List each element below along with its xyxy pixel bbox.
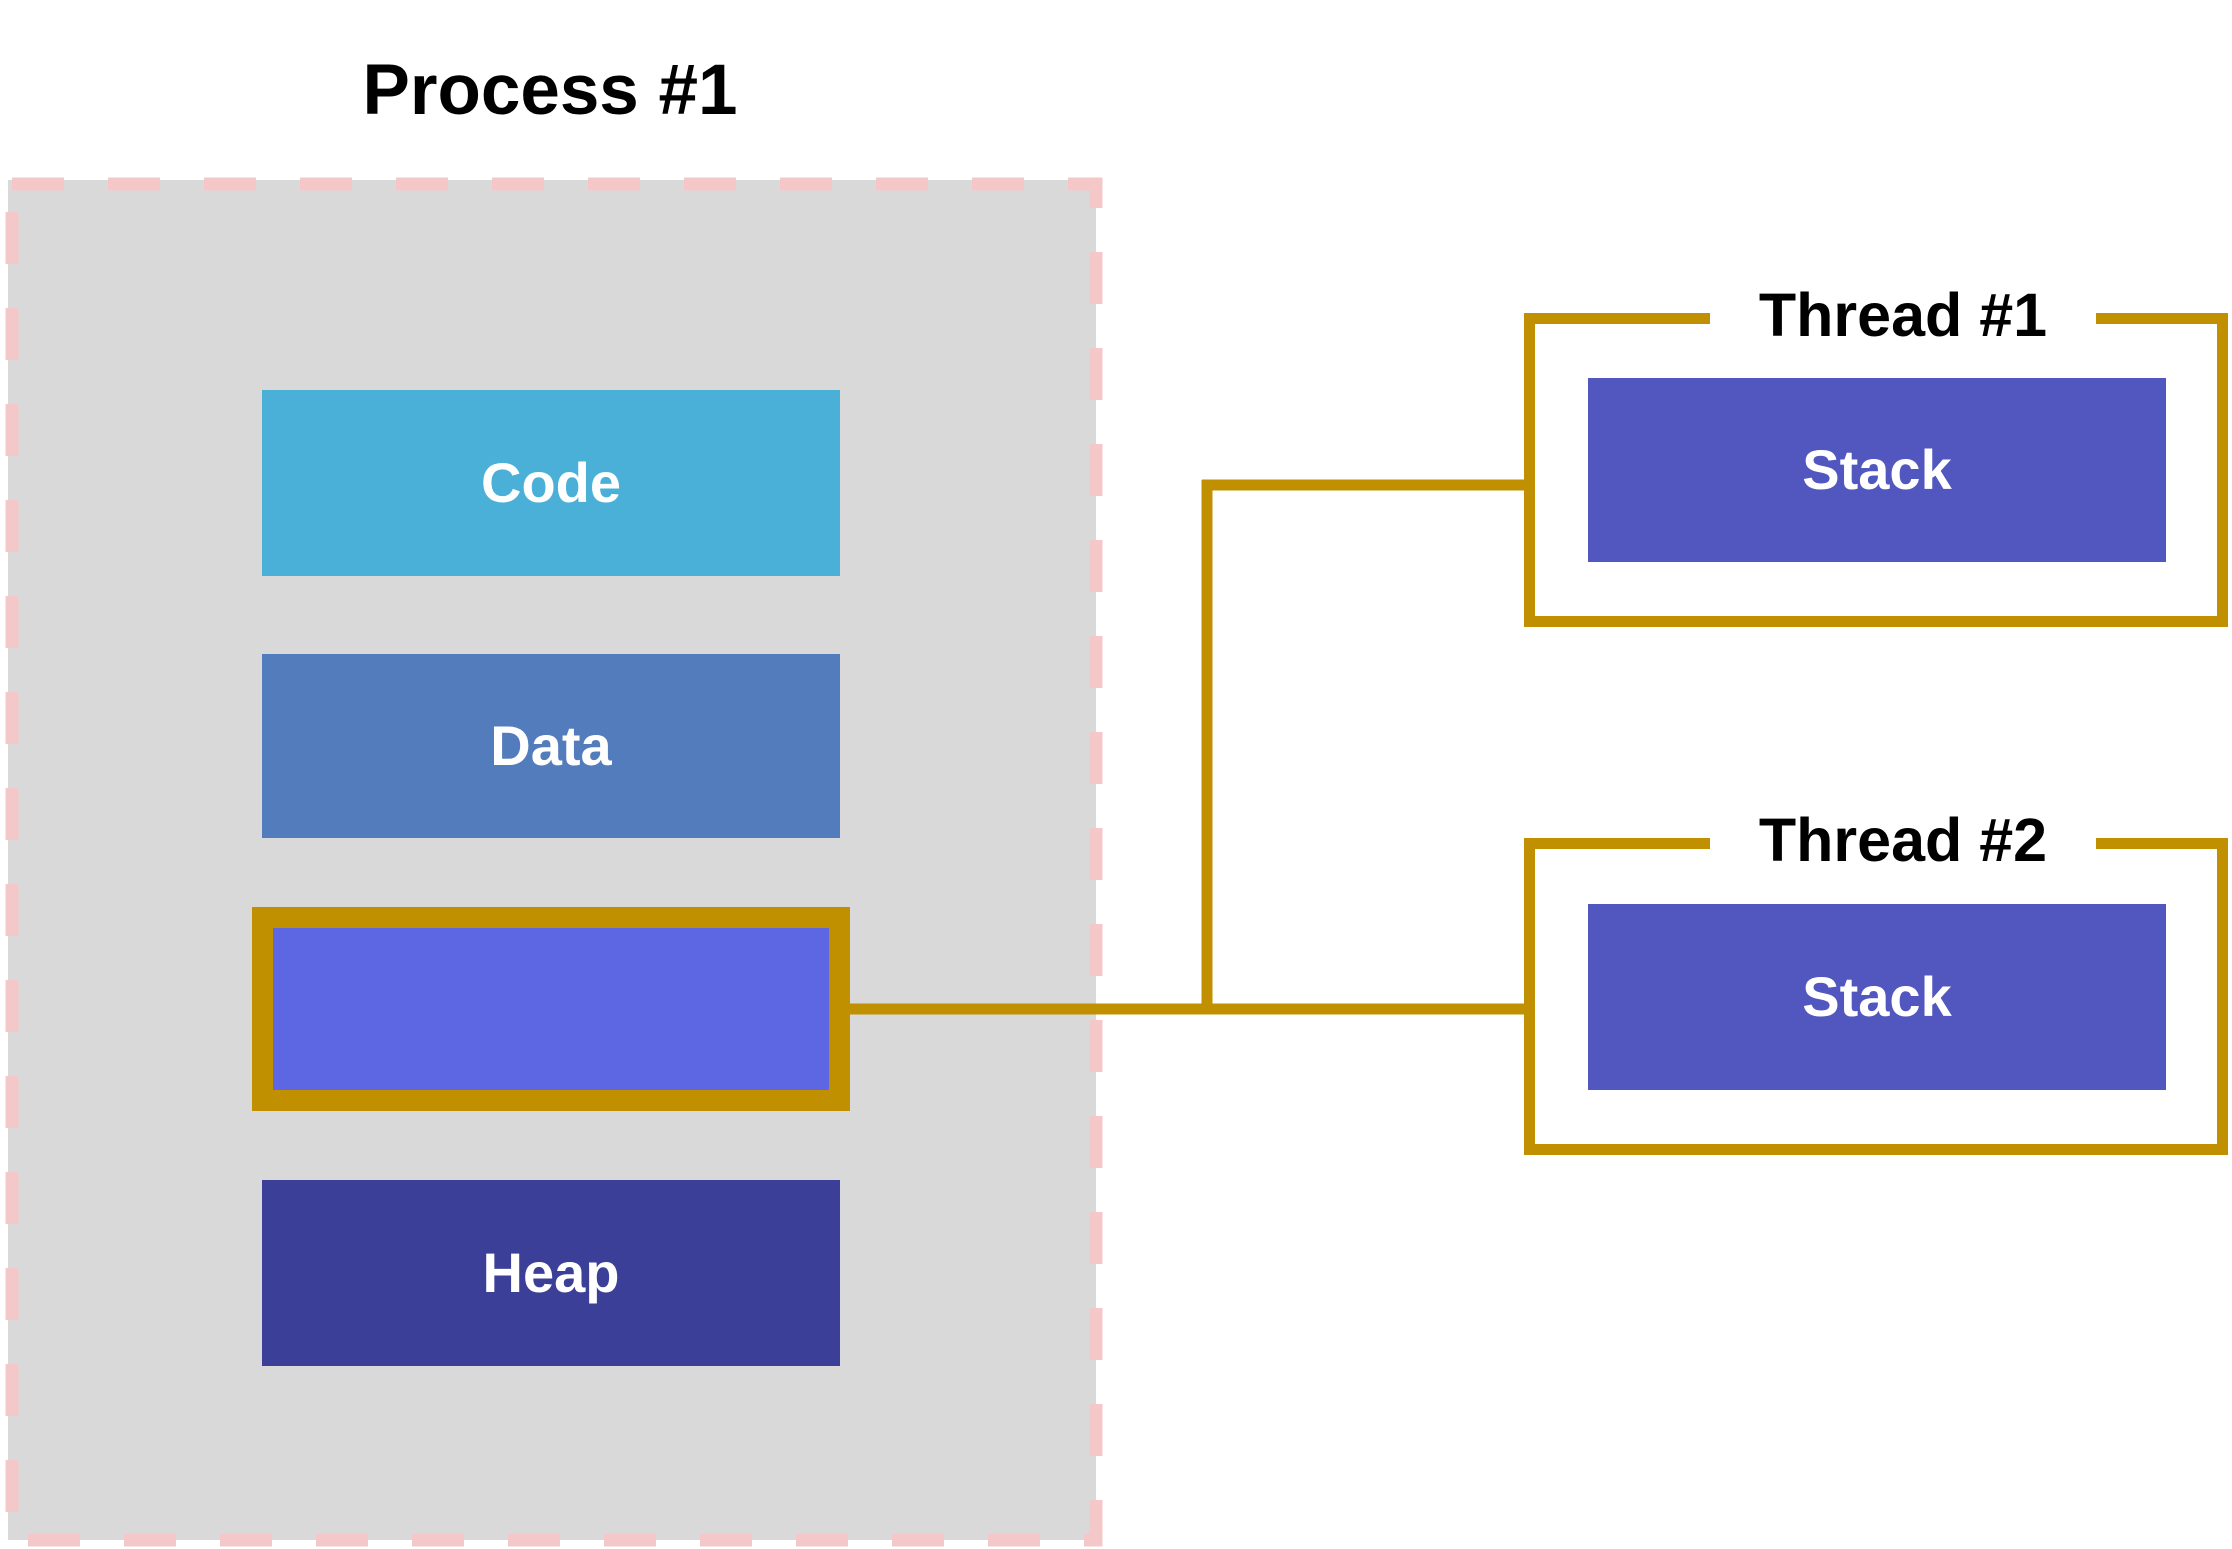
thread-2-stack: Stack [1588,904,2166,1090]
code-segment: Code [262,390,840,576]
thread-1-stack: Stack [1588,378,2166,562]
thread-1-title: Thread #1 [1710,285,2096,346]
process-title: Process #1 [362,51,738,130]
data-segment: Data [262,654,840,838]
heap-segment: Heap [262,1180,840,1366]
thread-2-title: Thread #2 [1710,810,2096,871]
stack-segment-highlighted [252,907,850,1111]
